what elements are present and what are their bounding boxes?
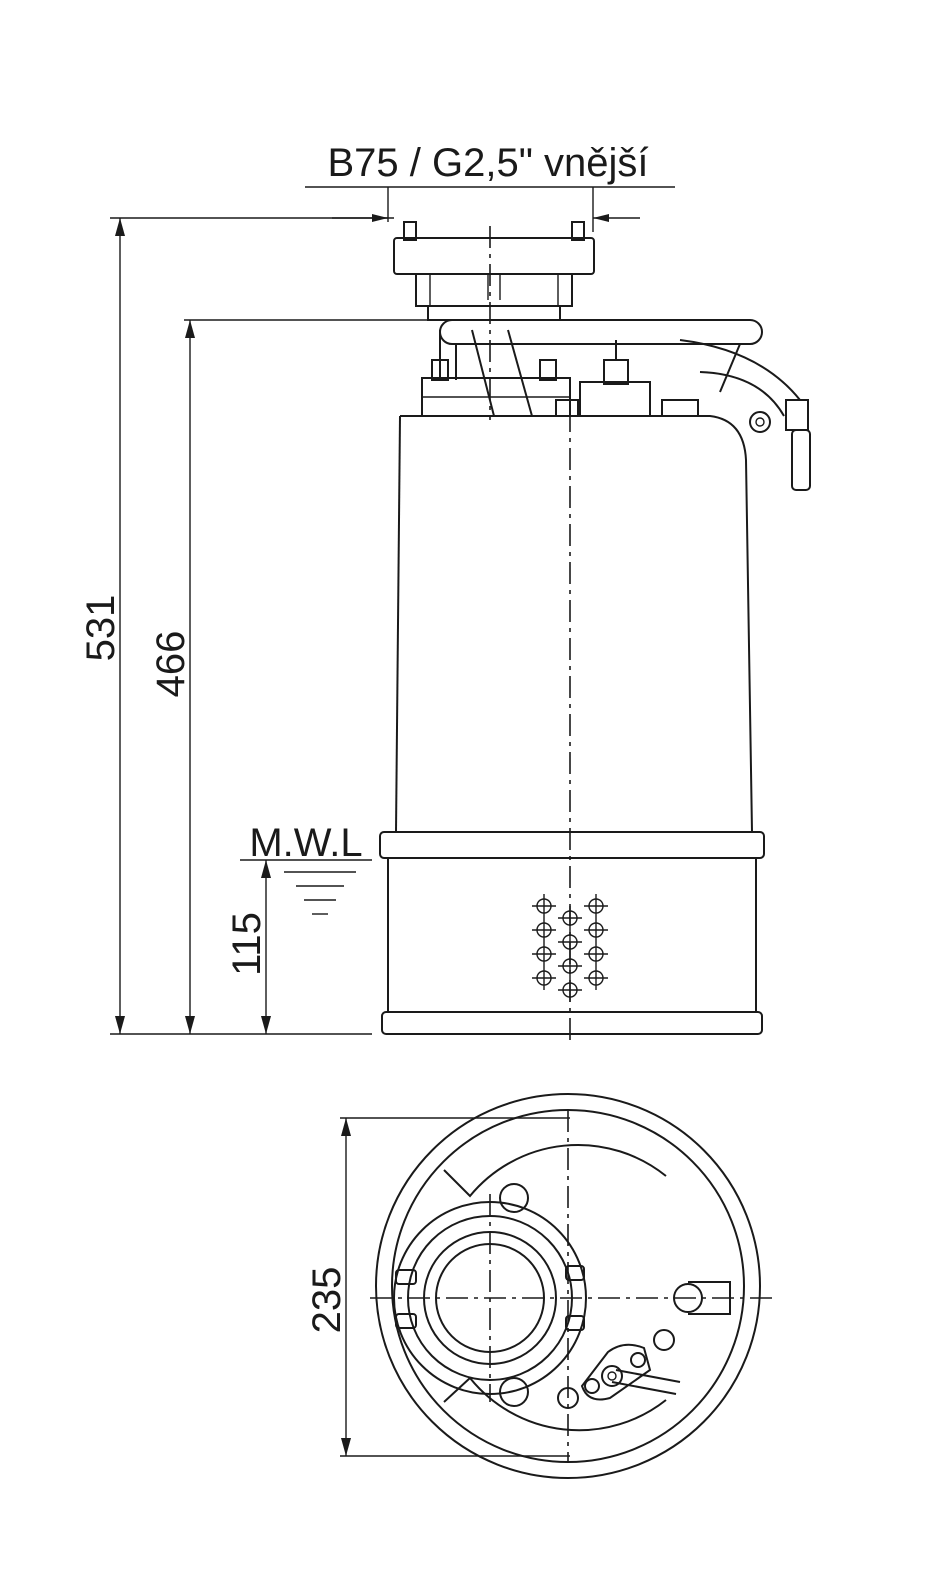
cable-entry-plan (580, 1343, 681, 1401)
dimension-mwl: M.W.L 115 (225, 821, 372, 1034)
strainer-hole (532, 918, 556, 942)
total-height-label: 531 (79, 595, 123, 662)
diameter-label: 235 (305, 1267, 349, 1334)
strainer-hole (584, 966, 608, 990)
discharge-neck (421, 329, 699, 417)
strainer-section (379, 831, 765, 1035)
top-guard-arc (443, 1143, 667, 1198)
strainer-hole (584, 942, 608, 966)
strainer-hole (532, 942, 556, 966)
strainer-hole (532, 966, 556, 990)
outlet-size-label: B75 / G2,5" vnější (327, 141, 648, 185)
outer-casing-circle (375, 1093, 761, 1479)
cable-gland (679, 339, 811, 491)
strainer-hole (532, 894, 556, 918)
dimension-diameter: 235 (305, 1117, 570, 1457)
dimension-handle-height: 466 (149, 319, 440, 1034)
plan-view (370, 1093, 776, 1479)
outlet-coupling (393, 221, 595, 321)
side-view (379, 221, 811, 1046)
mwl-label: M.W.L (249, 821, 362, 865)
dimension-outlet: B75 / G2,5" vnější (305, 141, 675, 232)
handle-height-label: 466 (149, 631, 193, 698)
motor-housing (395, 415, 753, 833)
dimension-total-height: 531 (79, 217, 394, 1035)
strainer-hole (584, 894, 608, 918)
strainer-hole (584, 918, 608, 942)
mwl-height-label: 115 (225, 912, 269, 976)
